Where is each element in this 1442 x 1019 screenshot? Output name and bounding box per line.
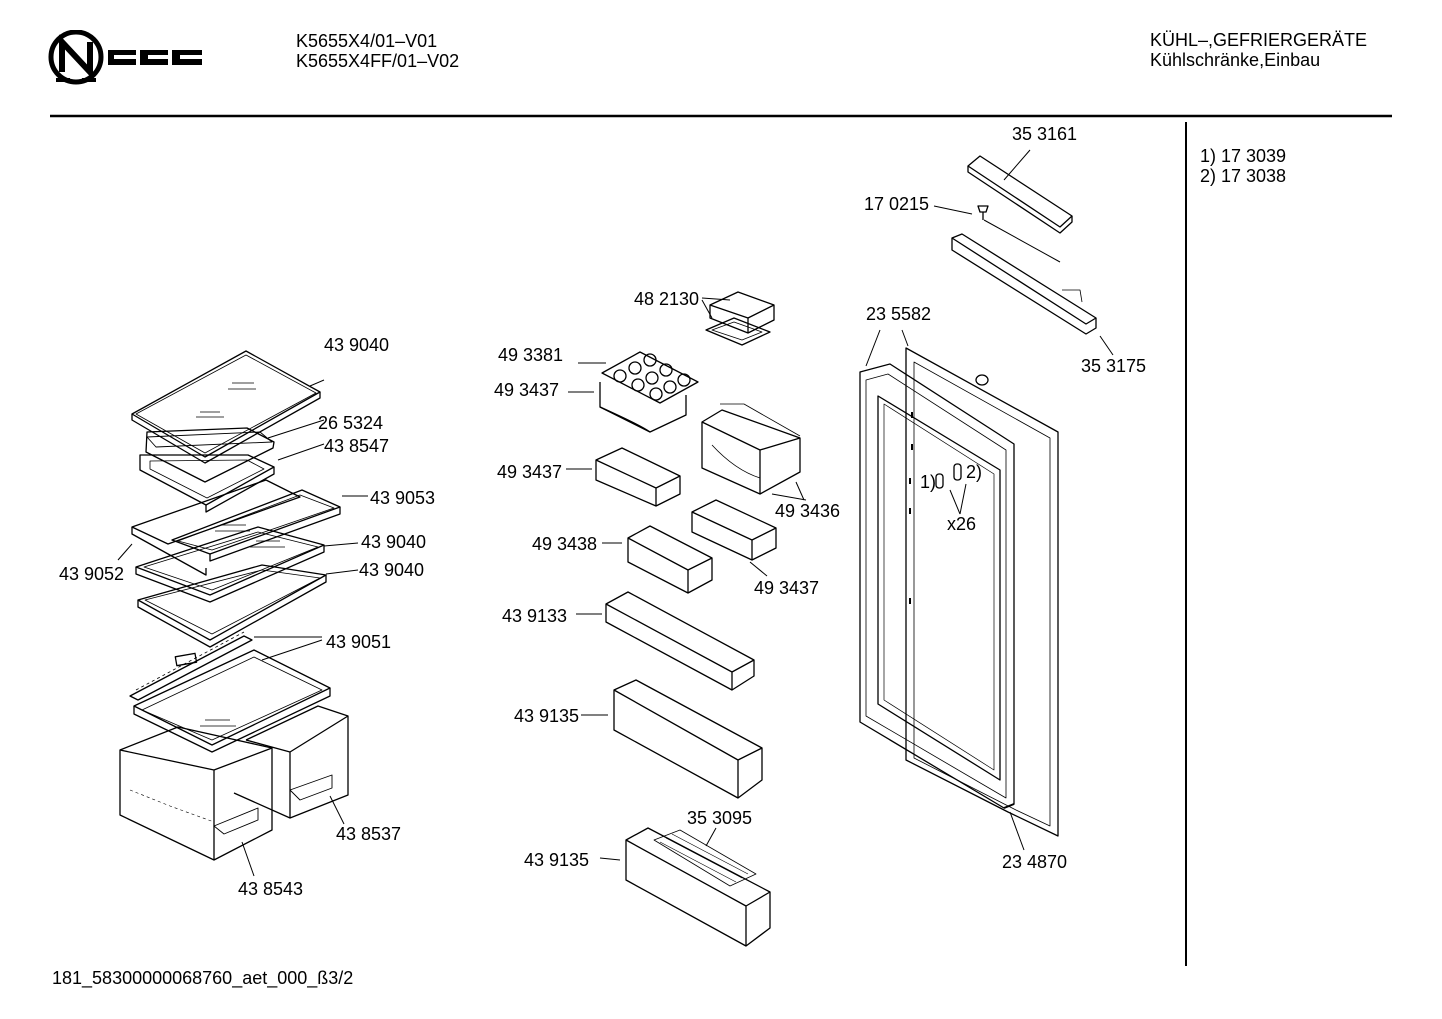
shelf-frame-26-5324: [145, 427, 275, 483]
crisper-cover: [133, 649, 331, 753]
glass-shelf-43-9040-mid: [135, 526, 325, 603]
model-line-1: K5655X4/01–V01: [296, 31, 438, 51]
label-35-3095: 35 3095: [687, 808, 753, 828]
label-43-9040-c: 43 9040: [359, 560, 425, 580]
door-trim-35-3161: [967, 155, 1073, 234]
label-43-9133: 43 9133: [502, 606, 568, 626]
marker-1: 1): [920, 472, 937, 492]
legend-item-2: 2) 17 3038: [1200, 166, 1287, 186]
door-gasket-23-4870: [1003, 803, 1015, 809]
label-43-9040-a: 43 9040: [324, 335, 390, 355]
quantity-x26: x26: [947, 514, 977, 534]
label-49-3381: 49 3381: [498, 345, 564, 365]
label-49-3437-b: 49 3437: [497, 462, 563, 482]
label-43-9051: 43 9051: [326, 632, 392, 652]
glass-shelf-top: [131, 350, 321, 464]
glass-shelf-43-9040-low: [137, 564, 327, 648]
legend-item-1: 1) 17 3039: [1200, 146, 1287, 166]
door-hinge-bar-35-3175: [951, 233, 1097, 335]
label-49-3438: 49 3438: [532, 534, 598, 554]
label-49-3437-a: 49 3437: [494, 380, 560, 400]
leader-lines: [117, 149, 1114, 877]
label-26-5324: 26 5324: [318, 413, 384, 433]
category-title: KÜHL–,GEFRIERGERÄTE: [1150, 30, 1368, 50]
label-43-9135-b: 43 9135: [524, 850, 590, 870]
document-id-footer: 181_58300000068760_aet_000_ß3/2: [52, 968, 354, 988]
label-23-5582: 23 5582: [866, 304, 932, 324]
subcategory-title: Kühlschränke,Einbau: [1150, 50, 1321, 70]
marker-2: 2): [966, 462, 983, 482]
split-shelf-43-9053: [131, 479, 341, 576]
neff-logo: [48, 30, 202, 85]
clip-parts: [909, 412, 962, 604]
shelf-tray-43-8547: [139, 454, 275, 513]
door-panel: [905, 347, 1059, 837]
model-line-2: K5655X4FF/01–V02: [296, 51, 460, 71]
label-35-3175: 35 3175: [1081, 356, 1147, 376]
label-43-9053: 43 9053: [370, 488, 436, 508]
butter-box-48-2130: [705, 291, 775, 346]
crisper-drawer-right-43-8537: [233, 705, 349, 819]
crisper-drawer-left-43-8543: [119, 726, 273, 861]
door-shelf-43-9133: [605, 591, 755, 691]
label-43-9040-b: 43 9040: [361, 532, 427, 552]
label-43-9052: 43 9052: [59, 564, 125, 584]
label-17-0215: 17 0215: [864, 194, 930, 214]
door-bin-49-3437-top: [599, 382, 687, 433]
door-bin-49-3437-mid: [595, 447, 681, 507]
door-bin-49-3436: [701, 403, 801, 495]
label-43-9135-a: 43 9135: [514, 706, 580, 726]
label-43-8537: 43 8537: [336, 824, 402, 844]
label-43-8547: 43 8547: [324, 436, 390, 456]
egg-tray-49-3381: [601, 351, 699, 404]
door-bin-49-3437-right: [691, 499, 777, 561]
shelf-rail-43-9051: [129, 631, 253, 701]
label-35-3161: 35 3161: [1012, 124, 1078, 144]
label-43-8543: 43 8543: [238, 879, 304, 899]
label-49-3436: 49 3436: [775, 501, 841, 521]
door-shelf-43-9135-bottom: [625, 827, 771, 947]
door-bin-49-3438: [627, 525, 713, 594]
label-48-2130: 48 2130: [634, 289, 700, 309]
label-49-3437-c: 49 3437: [754, 578, 820, 598]
screw-17-0215: [977, 205, 989, 220]
label-23-4870: 23 4870: [1002, 852, 1068, 872]
door-shelf-43-9135: [613, 679, 763, 799]
door-gasket-23-5582: [859, 363, 1015, 809]
